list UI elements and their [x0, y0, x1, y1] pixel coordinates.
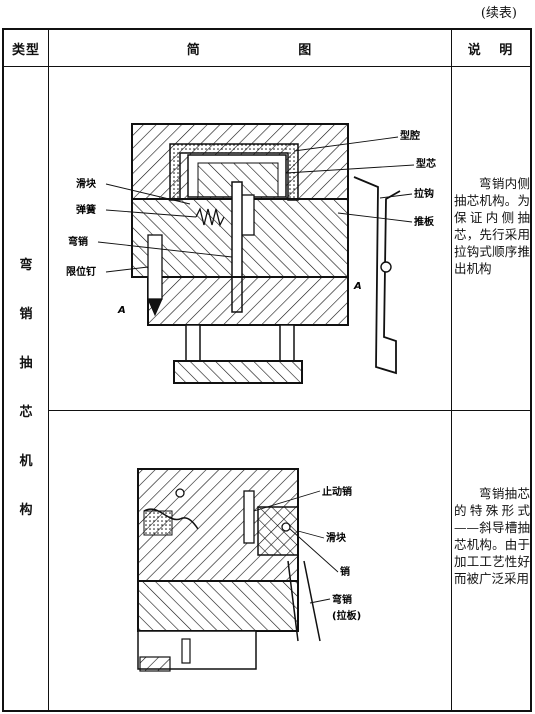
stop-pin-tip	[147, 298, 163, 317]
header-divider	[4, 66, 530, 67]
row1-description: 弯销内侧抽芯机构。为保证内侧抽芯，先行采用拉钩式顺序推出机构	[454, 176, 530, 276]
label-section-a-right: A	[353, 281, 362, 292]
stop-pin-shape	[147, 234, 163, 300]
header-description: 说明	[467, 42, 514, 58]
stop-pin-shape	[243, 490, 255, 544]
column-divider	[48, 30, 49, 710]
support-pillar-left	[185, 324, 201, 362]
pin-shape	[281, 522, 291, 532]
label-slider: 滑块	[76, 177, 97, 190]
category-label: 弯销抽 芯机构	[19, 258, 33, 518]
continued-label: (续表)	[480, 6, 517, 21]
label-slider: 滑块	[326, 531, 347, 544]
label-bent-pin: 弯销	[332, 593, 352, 606]
molded-part	[143, 510, 173, 536]
label-pin: 销	[340, 565, 350, 578]
label-section-a-left: A	[117, 305, 126, 316]
guide-pin	[181, 638, 191, 664]
header-type: 类型	[11, 42, 40, 58]
label-core: 型芯	[416, 157, 436, 170]
screw-left	[175, 488, 185, 498]
figure-bent-pin-inner-core-pulling: 型腔 型芯 拉钩 推板 滑块 弹簧 弯销 限位钉 A A	[66, 123, 436, 384]
hook-pin	[380, 261, 392, 273]
row-divider	[48, 410, 530, 411]
lower-mold-block	[137, 580, 299, 632]
header-figure: 简图	[186, 42, 313, 58]
moving-mold-plate	[147, 276, 349, 326]
label-spring: 弹簧	[76, 203, 96, 216]
figure-inclined-guide-slot: 止动销 滑块 销 弯销 (拉板)	[137, 468, 361, 672]
hook-shape	[353, 176, 401, 375]
label-stop-pin: 止动销	[322, 485, 352, 498]
support-pillar-right	[279, 324, 295, 362]
label-cavity: 型腔	[400, 129, 420, 142]
row2-description: 弯销抽芯的特殊形式——斜导槽抽芯机构。由于加工工艺性好而被广泛采用	[454, 486, 530, 586]
label-push-plate: 推板	[414, 215, 435, 228]
column-divider	[451, 30, 452, 710]
label-bent-pin: 弯销	[68, 235, 88, 248]
slider-shape	[257, 506, 299, 556]
label-stop-pin: 限位钉	[66, 265, 96, 278]
base-plate	[173, 360, 303, 384]
label-hook: 拉钩	[414, 187, 434, 200]
mechanism-table: 类型 简图 说明 弯销抽 芯机构 弯销内侧抽芯机构。为保证内侧抽芯，先行采用拉钩…	[2, 28, 532, 712]
label-pull-plate: (拉板)	[332, 609, 361, 622]
base-insert	[139, 656, 171, 672]
